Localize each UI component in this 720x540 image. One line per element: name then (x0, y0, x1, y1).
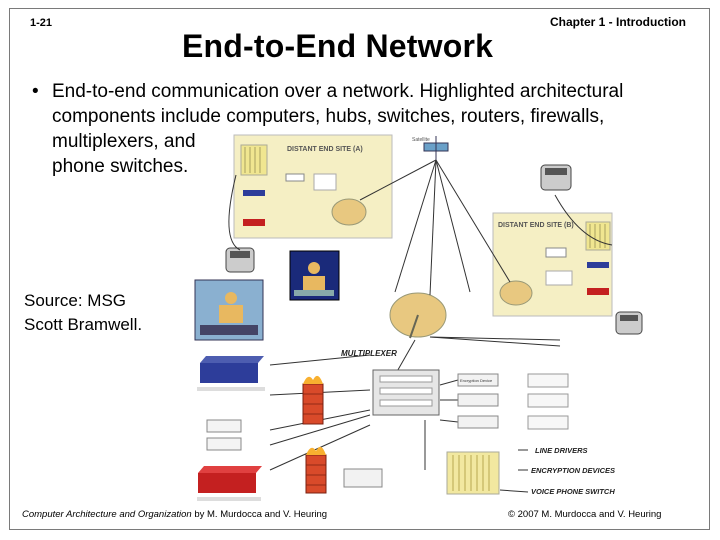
site-a-device-icon (285, 173, 305, 182)
source-line-2: Scott Bramwell. (24, 315, 143, 334)
site-a-equipment-icon (313, 173, 337, 191)
phone-icon-top-right (540, 164, 572, 191)
site-a-label: DISTANT END SITE (A) (287, 146, 363, 153)
source-credit: Source: MSG Scott Bramwell. (24, 289, 142, 337)
encryption-device-label: Encryption Device (460, 378, 493, 383)
site-a-router-blue-icon (243, 190, 265, 196)
site-b-label: DISTANT END SITE (B) (498, 222, 574, 229)
encryption-devices-label: ENCRYPTION DEVICES (531, 466, 615, 475)
line-drivers-label: LINE DRIVERS (535, 446, 588, 455)
footer-citation: Computer Architecture and Organization b… (22, 509, 327, 520)
computer-user-image (289, 250, 340, 301)
voice-phone-switch-icon (446, 451, 500, 495)
line-drivers-stack (527, 373, 569, 430)
footer-book-title: Computer Architecture and Organization (22, 509, 192, 520)
firewall-icon-bottom (305, 446, 327, 494)
firewall-icon-top (302, 375, 324, 425)
bullet-line-3: multiplexers, and (52, 131, 196, 152)
phone-icon-left (225, 247, 255, 273)
router-red-caption (197, 497, 261, 501)
chapter-title: Chapter 1 - Introduction (550, 15, 686, 29)
source-line-1: Source: MSG (24, 291, 127, 310)
bullet-text: End-to-end communication over a network.… (52, 79, 667, 179)
multiplexer-icon (372, 369, 440, 416)
footer-copyright: © 2007 M. Murdocca and V. Heuring (508, 509, 662, 520)
main-satellite-dish-icon (389, 292, 447, 339)
encryption-devices-stack (457, 373, 499, 429)
phone-icon-lower-right (615, 311, 643, 335)
slide-number: 1-21 (30, 17, 53, 29)
site-a-dish-icon (331, 198, 367, 226)
bullet-icon: • (32, 81, 39, 102)
router-blue-icon (200, 356, 264, 383)
left-encryption-devices (206, 419, 242, 451)
workstation-user-image (194, 279, 264, 341)
bullet-line-2: components include computers, hubs, swit… (52, 106, 605, 127)
multiplexer-label: MULTIPLEXER (341, 349, 397, 358)
encryption-device-bottom (343, 468, 383, 488)
bullet-line-4: phone switches. (52, 156, 189, 177)
site-b-router-red-icon (587, 288, 609, 295)
site-a-router-red-icon (243, 219, 265, 226)
footer-authors: by M. Murdocca and V. Heuring (191, 509, 328, 520)
site-b-dish-icon (499, 280, 533, 306)
site-b-router-blue-icon (587, 262, 609, 268)
router-red-icon (198, 466, 262, 493)
slide-frame (9, 8, 710, 530)
voice-phone-switch-label: VOICE PHONE SWITCH (531, 487, 615, 496)
site-b-device-icon (545, 247, 567, 258)
page-title: End-to-End Network (182, 28, 494, 64)
bullet-line-1: End-to-end communication over a network.… (52, 81, 624, 102)
site-b-equipment-icon (545, 270, 573, 286)
satellite-icon (423, 136, 449, 160)
router-blue-caption (197, 387, 265, 391)
satellite-label: Satellite (412, 137, 430, 143)
